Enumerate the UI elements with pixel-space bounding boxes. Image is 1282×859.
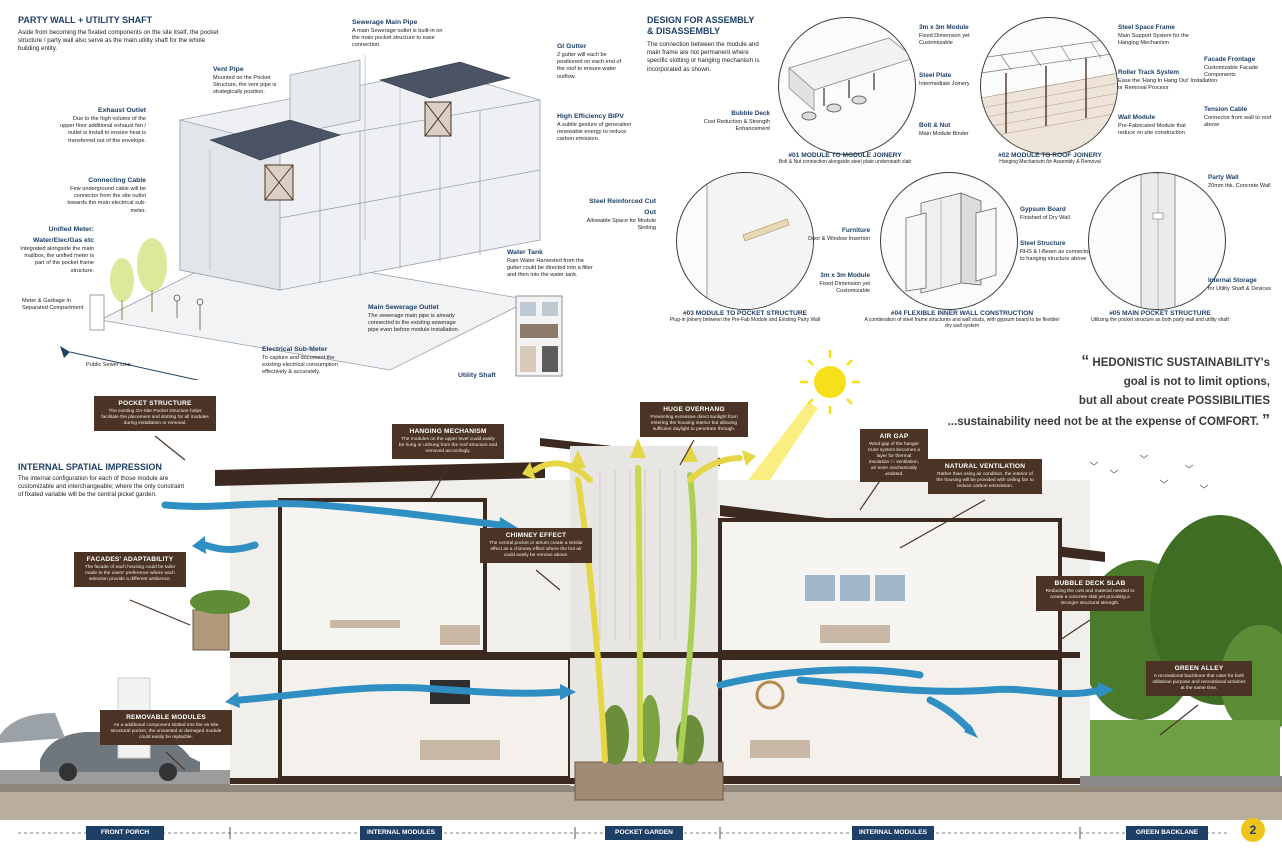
callout-vent-pipe: Vent Pipe Mounted on the Pocket Structur… xyxy=(213,66,277,96)
d1-label-bolt-nut: Bolt & Nut Main Module Binder xyxy=(919,122,969,137)
callout-unified-meter: Unified Meter: Water/Elec/Gas etc Integr… xyxy=(20,226,94,274)
d1-caption: #01 MODULE TO MODULE JOINERY Bolt & Nut … xyxy=(778,152,912,165)
quote-line-4: ...sustainability need not be at the exp… xyxy=(947,412,1270,429)
callout-main-sewerage-outlet: Main Sewerage Outlet The sewerage main p… xyxy=(368,304,460,334)
callout-connecting-cable: Connecting Cable Few underground cable w… xyxy=(67,177,146,214)
footer-label-internal-modules-right: INTERNAL MODULES xyxy=(852,826,934,840)
roof-joinery-illustration xyxy=(981,37,1117,154)
detail-roof-joinery-circle xyxy=(980,17,1118,155)
d1-label-bubble-deck: Bubble Deck Cost Reduction & Strength En… xyxy=(703,110,770,133)
callout-hanging-mechanism: HANGING MECHANISM The modules on the upp… xyxy=(392,424,504,459)
quote-line-1: “ HEDONISTIC SUSTAINABILITY's xyxy=(1081,353,1270,370)
d2-label-roller-track: Roller Track System Ease the 'Hang In Ha… xyxy=(1118,69,1218,92)
d2-label-tension-cable: Tension Cable Connector from wall to roo… xyxy=(1204,106,1272,129)
d4-caption: #04 FLEXIBLE INNER WALL CONSTRUCTION A c… xyxy=(864,310,1060,330)
detail-main-pocket-circle xyxy=(1088,172,1226,310)
callout-electrical-submeter: Electrical Sub-Meter To capture and docu… xyxy=(262,346,338,376)
d4-label-furniture: Furniture Door & Window Insertion xyxy=(808,227,870,242)
d2-label-wall-module: Wall Module Pre-Fabricated Module that r… xyxy=(1118,114,1186,137)
party-wall-section: PARTY WALL + UTILITY SHAFT Aside from be… xyxy=(18,15,223,54)
detail-pocket-structure-circle xyxy=(676,172,814,310)
d4-label-gypsum: Gypsum Board Finished of Dry Wall xyxy=(1020,206,1070,221)
footer-label-front-porch: FRONT PORCH xyxy=(86,826,164,840)
callout-bipv: High Efficiency BIPV A subtle gesture of… xyxy=(557,113,632,143)
quote-line-3: but all about create POSSIBILITIES xyxy=(1078,395,1270,407)
party-wall-title: PARTY WALL + UTILITY SHAFT xyxy=(18,15,153,25)
callout-chimney-effect: CHIMNEY EFFECT The central pocket or atr… xyxy=(480,528,592,563)
d5-caption: #05 MAIN POCKET STRUCTURE Utilizing the … xyxy=(1091,310,1229,323)
page-number-badge: 2 xyxy=(1241,818,1265,842)
callout-meter-garbage: Meter & Garbage in Separated Compartment xyxy=(22,298,84,312)
detail-inner-wall-circle xyxy=(880,172,1018,310)
d4-label-module: 3m x 3m Module Fixed Dimension yet Custo… xyxy=(819,272,870,295)
d5-label-internal-storage: Internal Storage for Utility Shaft & Dev… xyxy=(1208,277,1272,292)
main-pocket-illustration xyxy=(1140,173,1176,309)
d2-label-space-frame: Steel Space Frame Main Support System fo… xyxy=(1118,24,1189,47)
d3-caption: #03 MODULE TO POCKET STRUCTURE Plug-in j… xyxy=(669,310,821,323)
building-section-illustration xyxy=(0,350,1282,820)
callout-bubble-deck: BUBBLE DECK SLAB Reducing the cost and m… xyxy=(1036,576,1144,611)
d2-caption: #02 MODULE TO ROOF JOINERY Hanging Mecha… xyxy=(998,152,1102,165)
inner-wall-illustration xyxy=(905,192,997,294)
d1-label-steel-plate: Steel Plate Intermediate Joinery xyxy=(919,72,970,87)
detail-module-joinery-circle xyxy=(778,17,916,155)
callout-steel-cutout: Steel Reinforced Cut Out Allowable Space… xyxy=(586,198,656,232)
footer-label-green-backlane: GREEN BACKLANE xyxy=(1126,826,1208,840)
pocket-joinery-illustration xyxy=(706,173,813,309)
callout-air-gap: AIR GAP Wind gap of the hanger truss sys… xyxy=(860,429,928,482)
assembly-desc: The connection between the module and ma… xyxy=(647,41,760,73)
quote-line-2: goal is not to limit options, xyxy=(1123,376,1270,388)
callout-utility-shaft: Utility Shaft xyxy=(458,372,496,379)
internal-spatial-section: INTERNAL SPATIAL IMPRESSION The internal… xyxy=(18,462,185,499)
callout-huge-overhang: HUGE OVERHANG Preventing excessive direc… xyxy=(640,402,748,437)
assembly-section: DESIGN FOR ASSEMBLY & DISASSEMBLY The co… xyxy=(647,15,762,74)
callout-green-alley: GREEN ALLEY A recreational backbone that… xyxy=(1146,661,1252,696)
axonometric-utility-diagram xyxy=(60,55,541,380)
d5-label-party-wall: Party Wall 20mm thk. Concrete Wall xyxy=(1208,174,1271,189)
callout-sewerage-main-pipe: Sewerage Main Pipe A main Sewerage outle… xyxy=(352,19,443,49)
callout-gi-gutter: GI Gutter 2 gutter will each be position… xyxy=(557,43,622,80)
callout-public-sewer: Public Sewer Line xyxy=(86,362,131,368)
d2-label-facade: Facade Frontage Customizable Facade Comp… xyxy=(1204,56,1259,79)
party-wall-desc: Aside from becoming the fixated componen… xyxy=(18,29,219,53)
d1-label-module: 3m x 3m Module Fixed Dimension yet Custo… xyxy=(919,24,970,47)
callout-water-tank: Water Tank Rain Water Harvested from the… xyxy=(507,249,593,279)
footer-label-pocket-garden: POCKET GARDEN xyxy=(605,826,683,840)
hedonistic-quote: “ HEDONISTIC SUSTAINABILITY's goal is no… xyxy=(930,352,1270,432)
assembly-title: DESIGN FOR ASSEMBLY & DISASSEMBLY xyxy=(647,15,755,36)
d4-label-steel-structure: Steel Structure RHS & I-Beam as connecto… xyxy=(1020,240,1091,263)
joinery-illustration xyxy=(788,37,915,121)
sun-icon xyxy=(814,366,846,398)
callout-pocket-structure: POCKET STRUCTURE The existing On-Site Po… xyxy=(94,396,216,431)
utility-shaft-elevation xyxy=(515,295,563,377)
callout-facades-adaptability: FACADES' ADAPTABILITY The facade of each… xyxy=(74,552,186,587)
callout-natural-ventilation: NATURAL VENTILATION Rather than using ai… xyxy=(928,459,1042,494)
footer-label-internal-modules-left: INTERNAL MODULES xyxy=(360,826,442,840)
callout-removable-modules: REMOVABLE MODULES As a additional compon… xyxy=(100,710,232,745)
callout-exhaust-outlet: Exhaust Outlet Due to the high volume of… xyxy=(60,107,146,144)
